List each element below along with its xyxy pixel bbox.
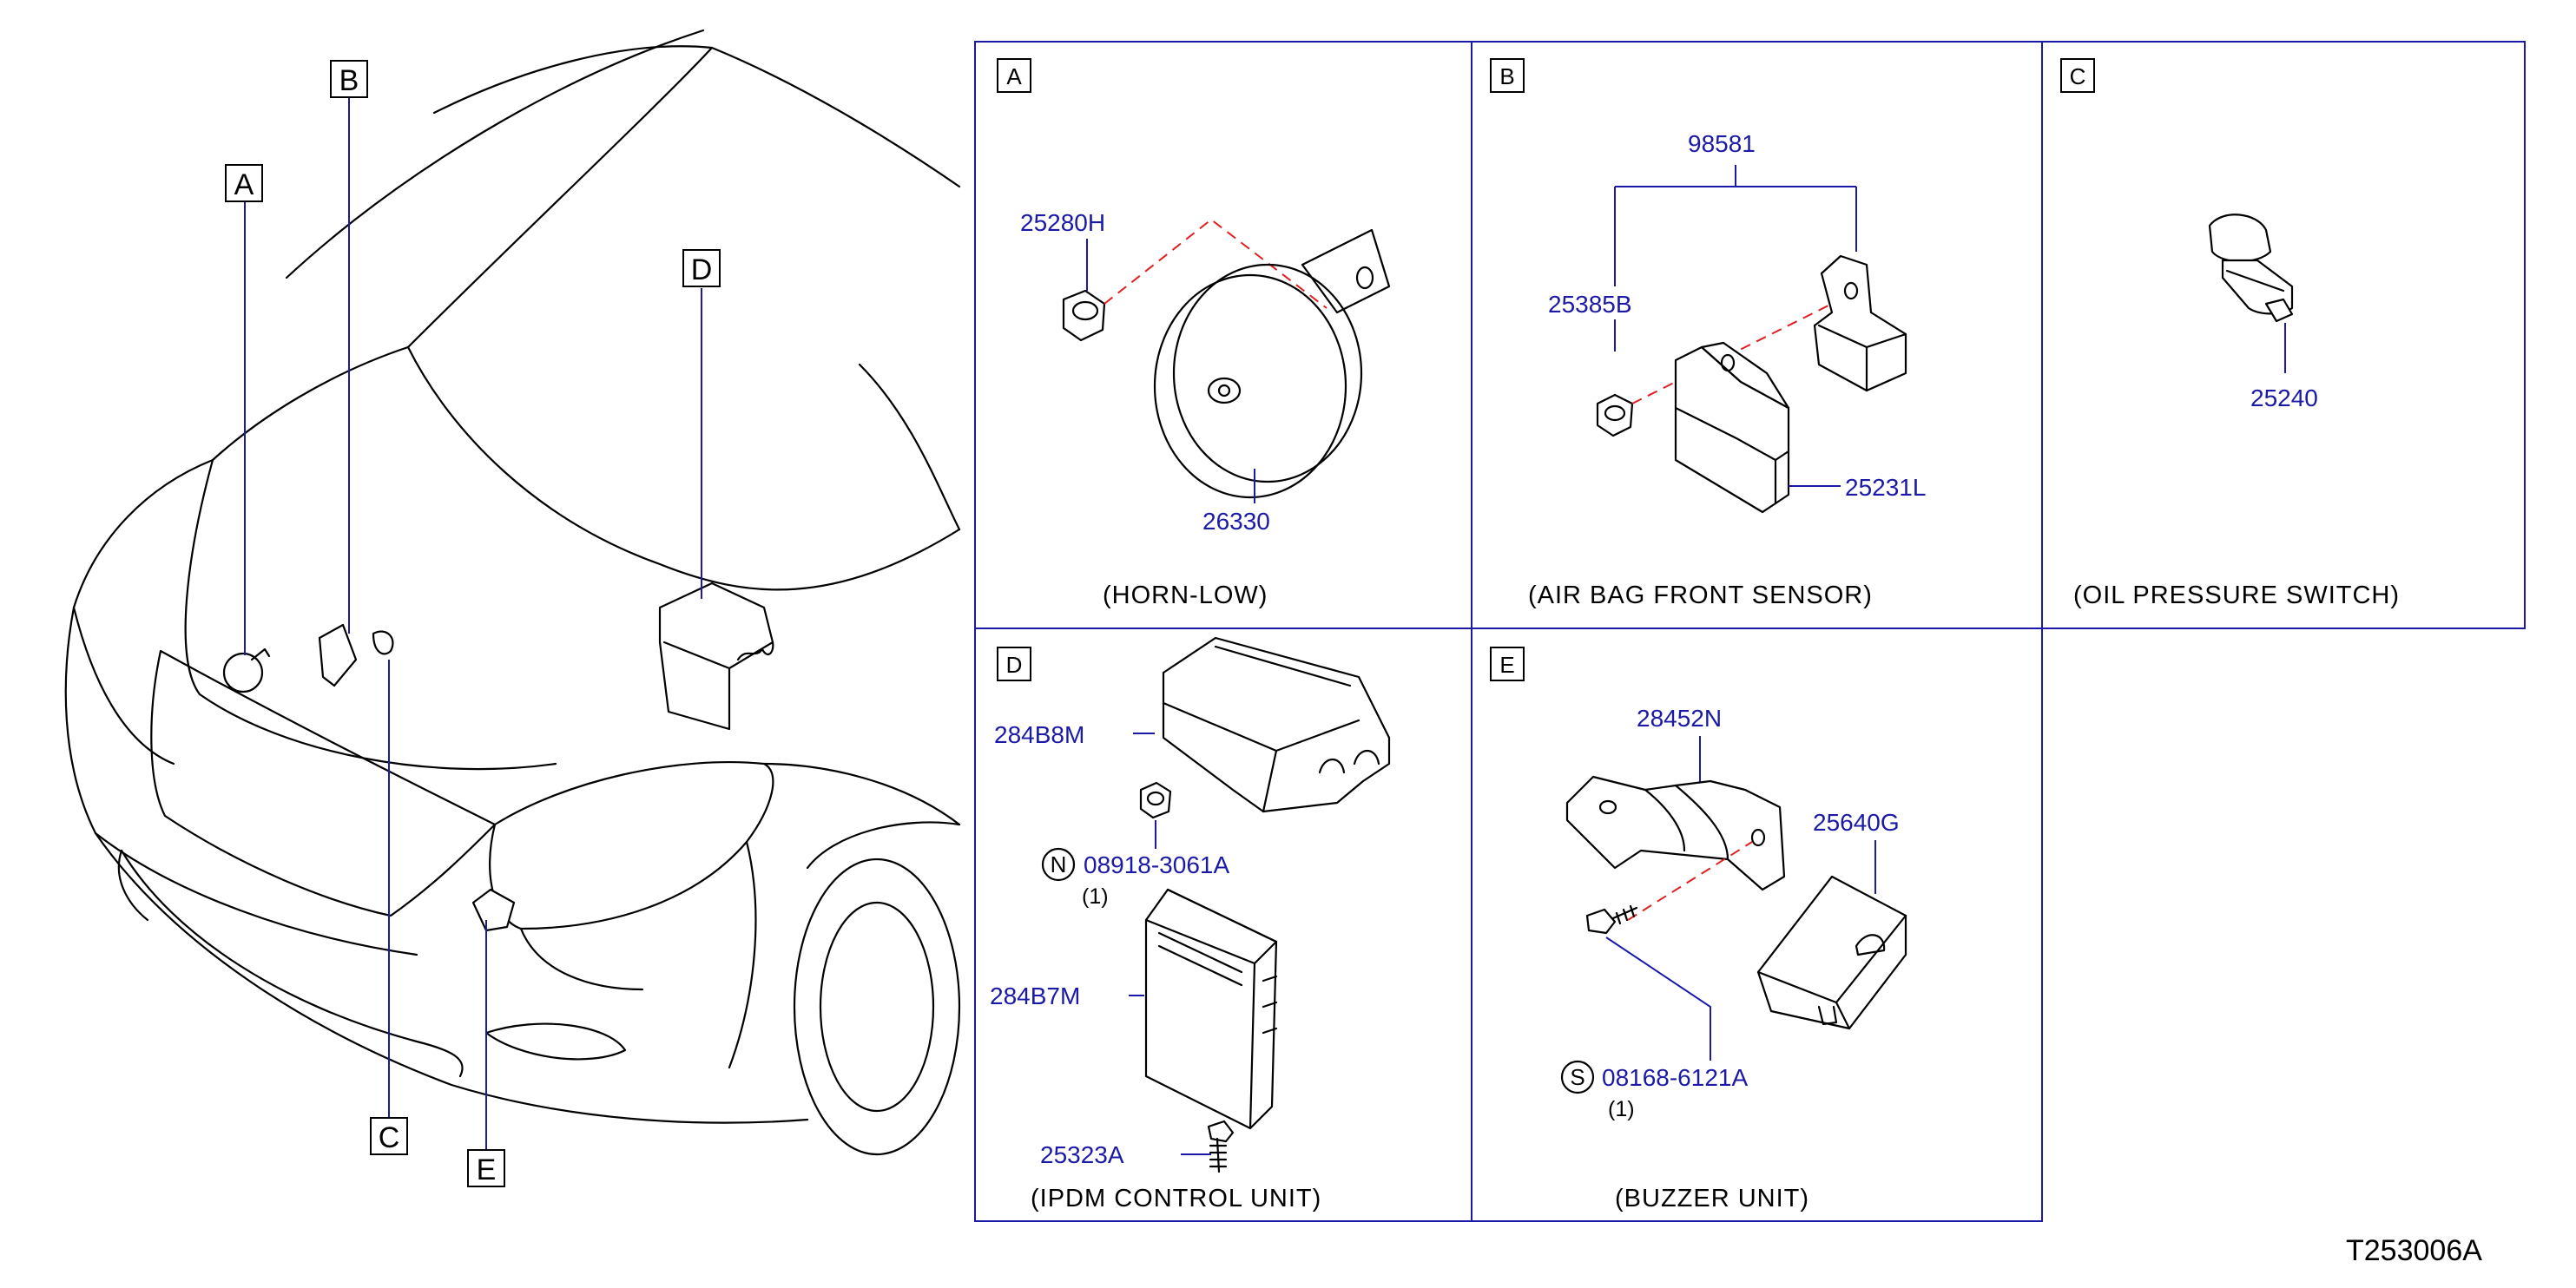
part-number-98581: 98581 — [1688, 130, 1756, 157]
bolt-prefix-n-circle — [1041, 847, 1076, 882]
callout-a-box — [225, 164, 263, 202]
bolt-prefix-s: S — [1570, 1064, 1584, 1090]
bolt-prefix-n: N — [1051, 851, 1067, 877]
horn-location-marker — [222, 647, 271, 693]
part-number-08918-3061a: 08918-3061A — [1084, 851, 1229, 878]
bracket-leader-98581 — [1614, 165, 1857, 286]
panel-c-letter: C — [2070, 63, 2086, 89]
part-number-25323a: 25323A — [1040, 1141, 1124, 1168]
buzzer-bolt-drawing — [1585, 904, 1638, 935]
caption-buzzer-unit: (BUZZER UNIT) — [1615, 1185, 1809, 1212]
part-number-25385b: 25385B — [1548, 291, 1632, 318]
buzzer-location-marker — [471, 888, 516, 932]
drawing-number: T253006A — [2346, 1234, 2482, 1267]
part-number-08168-6121a: 08168-6121A — [1602, 1064, 1748, 1091]
callout-b-box — [330, 60, 368, 98]
callout-c: C — [379, 1121, 400, 1154]
ipdm-control-module-drawing — [1144, 888, 1278, 1130]
horn-drawing — [1153, 228, 1391, 499]
callout-e-box — [467, 1149, 505, 1187]
ipdm-nut-drawing — [1139, 781, 1172, 819]
vehicle-overview: A B C D E — [64, 29, 961, 1187]
part-number-26330: 26330 — [1202, 508, 1270, 535]
ipdm-bolt-drawing — [1207, 1120, 1235, 1173]
panel-a-letter-box — [997, 58, 1031, 93]
panel-e-letter-box — [1490, 647, 1525, 681]
part-number-284b7m: 284B7M — [990, 982, 1080, 1009]
panel-b-letter: B — [1499, 63, 1514, 89]
quantity-08168-6121a: (1) — [1608, 1097, 1635, 1121]
callout-d-box — [682, 249, 721, 287]
caption-oil-pressure-switch: (OIL PRESSURE SWITCH) — [2073, 582, 2400, 609]
part-number-28452n: 28452N — [1637, 705, 1722, 732]
panel-d: D 284B8M N 08918-3061A (1) 284B7M — [990, 636, 1391, 1212]
caption-ipdm-control-unit: (IPDM CONTROL UNIT) — [1031, 1185, 1321, 1212]
callout-a: A — [234, 168, 254, 201]
alignment-line-b — [1631, 294, 1850, 404]
panel-e-letter: E — [1499, 652, 1514, 678]
oil-pressure-switch-drawing — [2208, 214, 2294, 323]
panel-a: A 25280H 26330 (HORN-LOW) — [997, 58, 1391, 609]
ipdm-location-marker — [658, 582, 774, 731]
callout-b: B — [339, 64, 359, 97]
panel-b: B 98581 25385B 25231L (AIR BAG FRONT SEN… — [1490, 58, 1926, 609]
quantity-08918-3061a: (1) — [1082, 884, 1109, 909]
callout-d: D — [691, 253, 713, 286]
part-number-25240: 25240 — [2250, 384, 2318, 411]
panel-d-letter-box — [997, 647, 1031, 681]
ipdm-cover-drawing — [1162, 636, 1391, 813]
callout-e: E — [477, 1153, 497, 1186]
bolt-prefix-s-circle — [1560, 1060, 1595, 1094]
alignment-line-e — [1627, 841, 1753, 921]
callout-c-box — [370, 1117, 408, 1155]
air-bag-front-sensor-drawing — [1813, 254, 1907, 392]
sensor-nut-drawing — [1596, 393, 1634, 437]
panel-grid — [974, 41, 2526, 1222]
alignment-line-a — [1104, 218, 1328, 309]
panel-c: C 25240 (OIL PRESSURE SWITCH) — [2060, 58, 2400, 609]
airbag-sensor-location-marker — [318, 623, 394, 687]
sensor-bracket-drawing — [1674, 341, 1790, 514]
caption-horn-low: (HORN-LOW) — [1103, 582, 1268, 609]
part-number-25231l: 25231L — [1845, 474, 1926, 501]
part-number-25280h: 25280H — [1020, 209, 1105, 236]
panel-d-letter: D — [1006, 652, 1023, 678]
vehicle-outline-drawing — [64, 29, 961, 1156]
panel-a-letter: A — [1006, 63, 1022, 89]
part-number-25640g: 25640G — [1813, 809, 1900, 836]
panel-row-bottom-frame — [974, 628, 2043, 1222]
part-number-284b8m: 284B8M — [994, 721, 1084, 748]
buzzer-unit-drawing — [1756, 875, 1907, 1030]
buzzer-bracket-drawing — [1565, 775, 1786, 891]
panel-b-letter-box — [1490, 58, 1525, 93]
caption-air-bag-front-sensor: (AIR BAG FRONT SENSOR) — [1528, 582, 1873, 609]
horn-nut-drawing — [1062, 289, 1106, 342]
panel-e: E 28452N S 08168-6121A (1) 25640G — [1490, 647, 1907, 1212]
panel-c-letter-box — [2060, 58, 2095, 93]
